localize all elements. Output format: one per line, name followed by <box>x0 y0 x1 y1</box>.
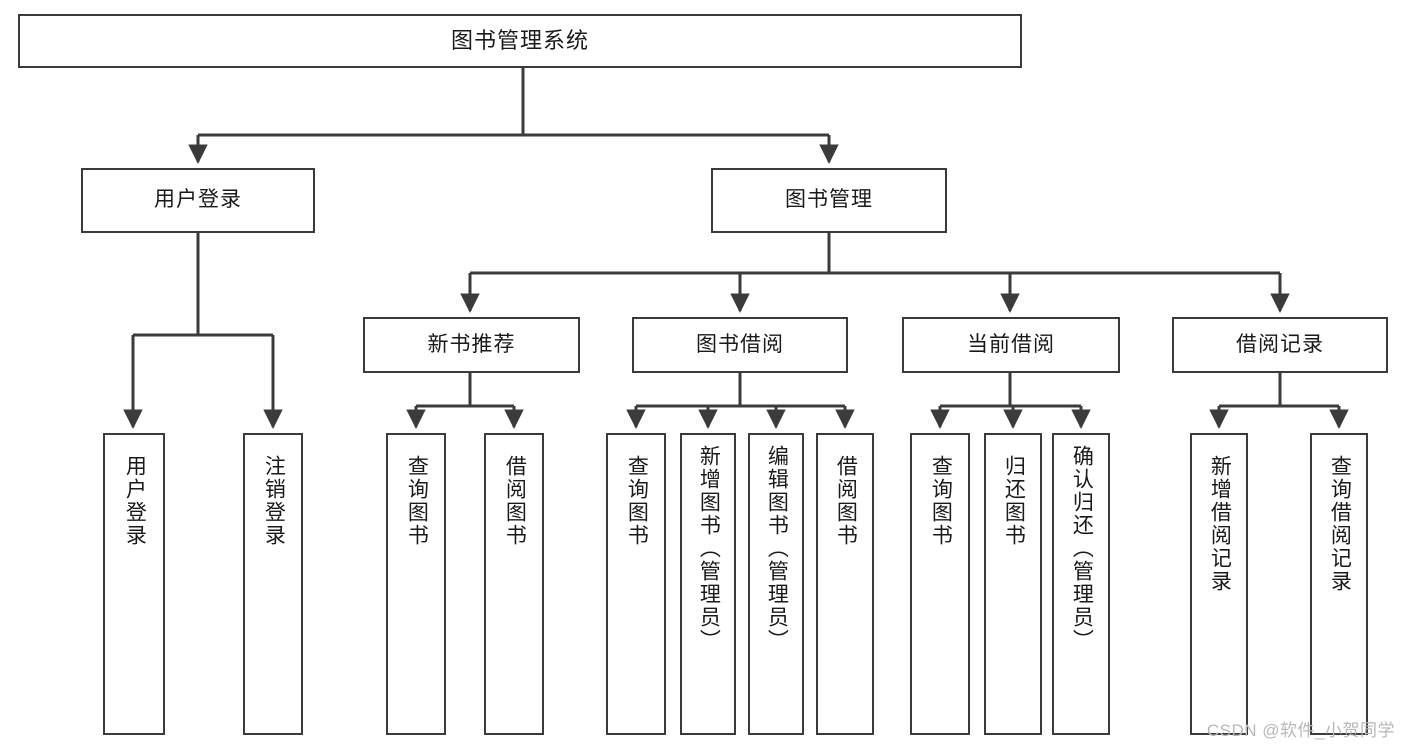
node-borrow-record-label: 借阅记录 <box>1236 332 1324 356</box>
node-leaf-user-logout[interactable]: 注销登录 <box>243 433 303 735</box>
node-leaf-add-book-label: 新增图书（管理员） <box>697 445 721 652</box>
node-leaf-add-record[interactable]: 新增借阅记录 <box>1190 433 1248 735</box>
node-user-login[interactable]: 用户登录 <box>81 168 315 233</box>
node-leaf-return-book[interactable]: 归还图书 <box>984 433 1042 735</box>
node-new-book-rec[interactable]: 新书推荐 <box>363 317 580 373</box>
node-current-borrow-label: 当前借阅 <box>967 332 1055 356</box>
node-leaf-query-book-bb[interactable]: 查询图书 <box>606 433 666 735</box>
node-current-borrow[interactable]: 当前借阅 <box>902 317 1120 373</box>
node-new-book-rec-label: 新书推荐 <box>427 332 516 356</box>
node-root-label: 图书管理系统 <box>450 28 589 54</box>
node-leaf-add-record-label: 新增借阅记录 <box>1208 455 1232 593</box>
node-leaf-confirm-return[interactable]: 确认归还（管理员） <box>1052 433 1110 735</box>
node-leaf-return-book-label: 归还图书 <box>1002 455 1026 547</box>
node-book-borrow-label: 图书借阅 <box>696 332 784 356</box>
node-leaf-user-login-label: 用户登录 <box>123 455 147 547</box>
node-leaf-add-book[interactable]: 新增图书（管理员） <box>680 433 736 735</box>
node-leaf-query-record-label: 查询借阅记录 <box>1328 455 1352 593</box>
node-leaf-confirm-return-label: 确认归还（管理员） <box>1070 445 1094 652</box>
node-leaf-borrow-book-bb-label: 借阅图书 <box>834 455 858 547</box>
watermark: CSDN @软件_小贺同学 <box>1206 721 1395 740</box>
node-leaf-query-book-rec-label: 查询图书 <box>405 455 429 547</box>
node-book-manage-label: 图书管理 <box>785 188 873 212</box>
node-leaf-edit-book-label: 编辑图书（管理员） <box>765 445 789 652</box>
node-book-manage[interactable]: 图书管理 <box>711 168 947 233</box>
node-book-borrow[interactable]: 图书借阅 <box>632 317 848 373</box>
node-borrow-record[interactable]: 借阅记录 <box>1172 317 1388 373</box>
node-leaf-query-book-cb[interactable]: 查询图书 <box>910 433 970 735</box>
node-leaf-query-book-cb-label: 查询图书 <box>929 455 953 547</box>
node-root[interactable]: 图书管理系统 <box>18 14 1022 68</box>
node-leaf-query-book-bb-label: 查询图书 <box>625 455 649 547</box>
node-user-login-label: 用户登录 <box>154 188 242 212</box>
node-leaf-borrow-book-rec[interactable]: 借阅图书 <box>484 433 544 735</box>
node-leaf-user-login[interactable]: 用户登录 <box>103 433 165 735</box>
node-leaf-query-book-rec[interactable]: 查询图书 <box>386 433 446 735</box>
node-leaf-edit-book[interactable]: 编辑图书（管理员） <box>748 433 804 735</box>
node-leaf-borrow-book-bb[interactable]: 借阅图书 <box>816 433 874 735</box>
node-leaf-borrow-book-rec-label: 借阅图书 <box>503 455 527 547</box>
node-leaf-user-logout-label: 注销登录 <box>262 455 286 547</box>
node-leaf-query-record[interactable]: 查询借阅记录 <box>1310 433 1368 735</box>
